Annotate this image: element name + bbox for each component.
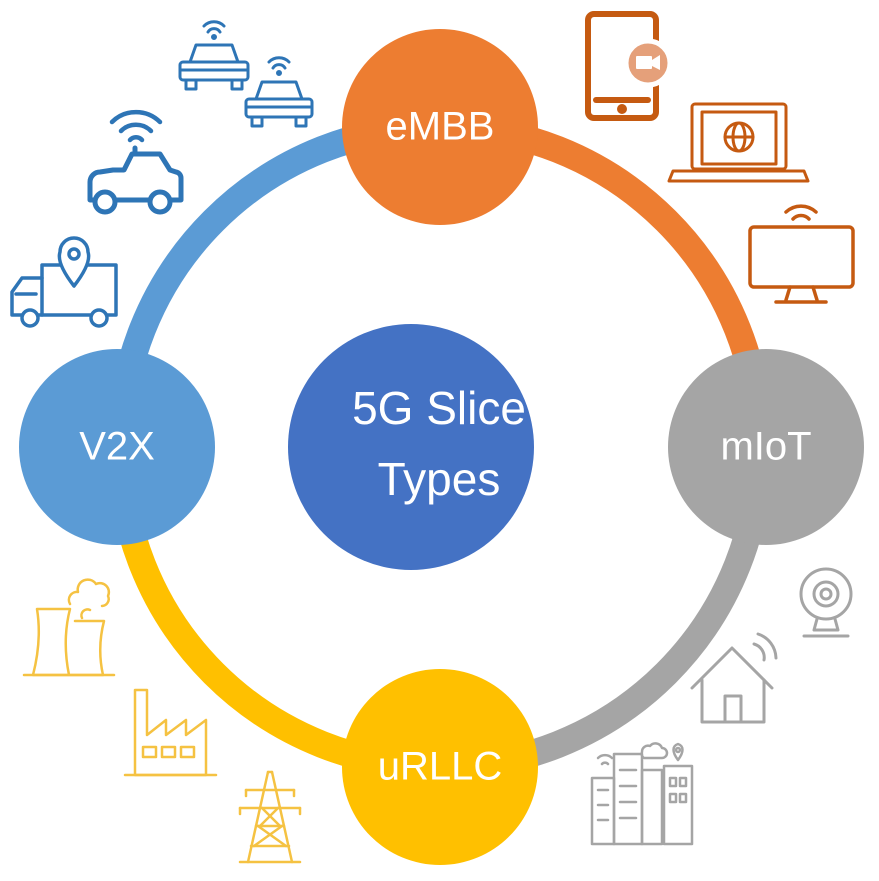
laptop-globe-icon [667, 102, 810, 183]
smart-city-icon [590, 742, 694, 846]
power-tower-icon [238, 770, 302, 864]
slice-label-urllc: uRLLC [378, 745, 503, 789]
slice-node-v2x: V2X [19, 349, 215, 545]
delivery-truck-location-icon [10, 236, 118, 328]
power-plant-icon [22, 578, 116, 677]
smartphone-video-icon [585, 11, 673, 121]
center-node: 5G Slice Types [288, 324, 534, 570]
slice-node-miot: mIoT [668, 349, 864, 545]
factory-icon [123, 688, 218, 777]
slice-node-urllc: uRLLC [342, 669, 538, 865]
slice-label-v2x: V2X [79, 425, 155, 469]
webcam-icon [799, 567, 853, 638]
connected-car-icon [87, 109, 184, 215]
monitor-wifi-icon [748, 204, 855, 304]
center-title-line1: 5G Slice [352, 382, 526, 434]
connected-cars-icon [178, 20, 314, 128]
slice-label-miot: mIoT [720, 425, 811, 469]
slice-node-embb: eMBB [342, 29, 538, 225]
slice-label-embb: eMBB [386, 105, 495, 149]
smart-home-icon [690, 632, 778, 724]
center-title-line2: Types [378, 453, 501, 505]
